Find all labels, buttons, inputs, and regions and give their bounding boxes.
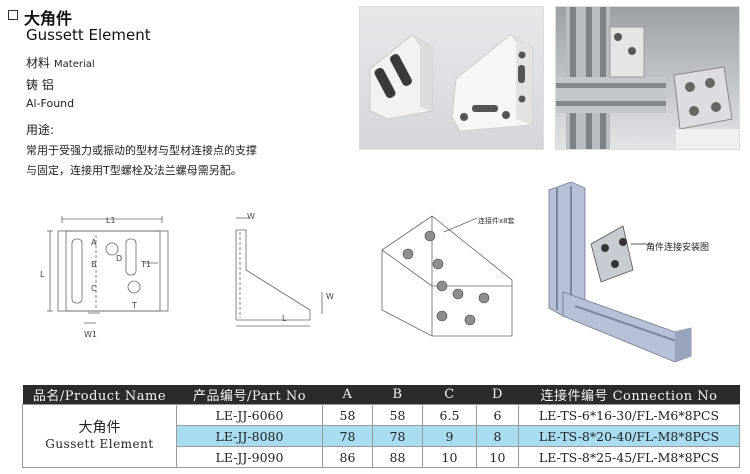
dim-side-w2: W [326,292,334,301]
dim-a: A [91,238,97,247]
usage-text-line: 与固定，连接用T型螺栓及法兰螺母需另配。 [26,164,242,177]
table-row: 大角件 Gussett Element LE-JJ-6060 58 58 6.5… [22,404,740,468]
dim-d: D [116,254,123,263]
connection-no-cell: LE-TS-6*16-30/FL-M6*8PCS [518,404,740,426]
dim-side-w: W [247,212,255,221]
material-value-cn: 铸 铝 [26,78,54,92]
b-cell: 78 [372,425,423,447]
dim-c: C [91,284,97,293]
page-title: 大角件 [24,9,73,28]
usage-text-line: 常用于受强力或振动的型材与型材连接点的支撑 [26,144,257,157]
install-view-drawing [548,182,692,363]
c-cell: 6.5 [422,404,477,426]
material-label-en: Material [54,59,95,70]
dim-w1: W1 [84,330,97,339]
page-subtitle: Gussett Element [26,26,151,44]
dim-l: L [40,270,45,279]
table-header-row: 品名/Product Name 产品编号/Part No A B C D 连接件… [22,385,740,405]
product-name-cn: 大角件 [78,420,121,436]
dim-b: B [91,260,97,269]
a-cell: 86 [322,446,373,468]
b-cell: 88 [372,446,423,468]
usage-title: 用途: [26,123,55,137]
connection-no-cell: LE-TS-8*20-40/FL-M8*8PCS [518,425,740,447]
product-photo-installed [555,6,740,150]
table-row: LE-JJ-9090 86 88 10 10 LE-TS-8*25-45/FL-… [23,446,740,468]
product-photo-gussets [359,6,544,150]
spec-table: 品名/Product Name 产品编号/Part No A B C D 连接件… [22,385,740,468]
gusset-photo-graphic [369,34,533,132]
col-header-c: C [422,385,477,405]
b-cell: 58 [372,404,423,426]
a-cell: 58 [322,404,373,426]
c-cell: 9 [422,425,477,447]
table-row-highlighted: LE-JJ-8080 78 78 9 8 LE-TS-8*20-40/FL-M8… [23,425,740,447]
installed-photo-graphic [556,7,739,149]
col-header-product-name: 品名/Product Name [22,385,177,405]
col-header-d: D [476,385,519,405]
product-name-cell: 大角件 Gussett Element [22,404,177,468]
usage-text: 常用于受强力或振动的型材与型材连接点的支撑 与固定，连接用T型螺栓及法兰螺母需另… [26,141,326,181]
dim-t1: T1 [141,260,151,269]
col-header-a: A [322,385,373,405]
dim-t: T [132,301,137,310]
dim-side-l: L [282,314,287,323]
d-cell: 10 [476,446,519,468]
product-name-en: Gussett Element [45,437,154,451]
side-view-drawing [235,217,323,327]
part-no-cell: LE-JJ-9090 [176,446,323,468]
connection-no-cell: LE-TS-8*25-45/FL-M8*8PCS [518,446,740,468]
c-cell: 10 [422,446,477,468]
checkbox-square-icon [8,10,18,20]
part-no-cell: LE-JJ-8080 [176,425,323,447]
col-header-part-no: 产品编号/Part No [176,385,323,405]
part-no-cell: LE-JJ-6060 [176,404,323,426]
dim-l1: L1 [106,216,116,225]
material-label-cn: 材料 [26,56,51,70]
material-value-en: Al-Found [26,97,75,110]
iso-callout-label: 连接件x8套 [478,217,515,225]
install-callout-label: 角件连接安装图 [646,243,710,253]
iso-view-drawing [381,215,513,337]
front-view-drawing [47,216,169,324]
a-cell: 78 [322,425,373,447]
d-cell: 8 [476,425,519,447]
d-cell: 6 [476,404,519,426]
col-header-b: B [372,385,423,405]
col-header-connection-no: 连接件编号 Connection No [518,385,740,405]
